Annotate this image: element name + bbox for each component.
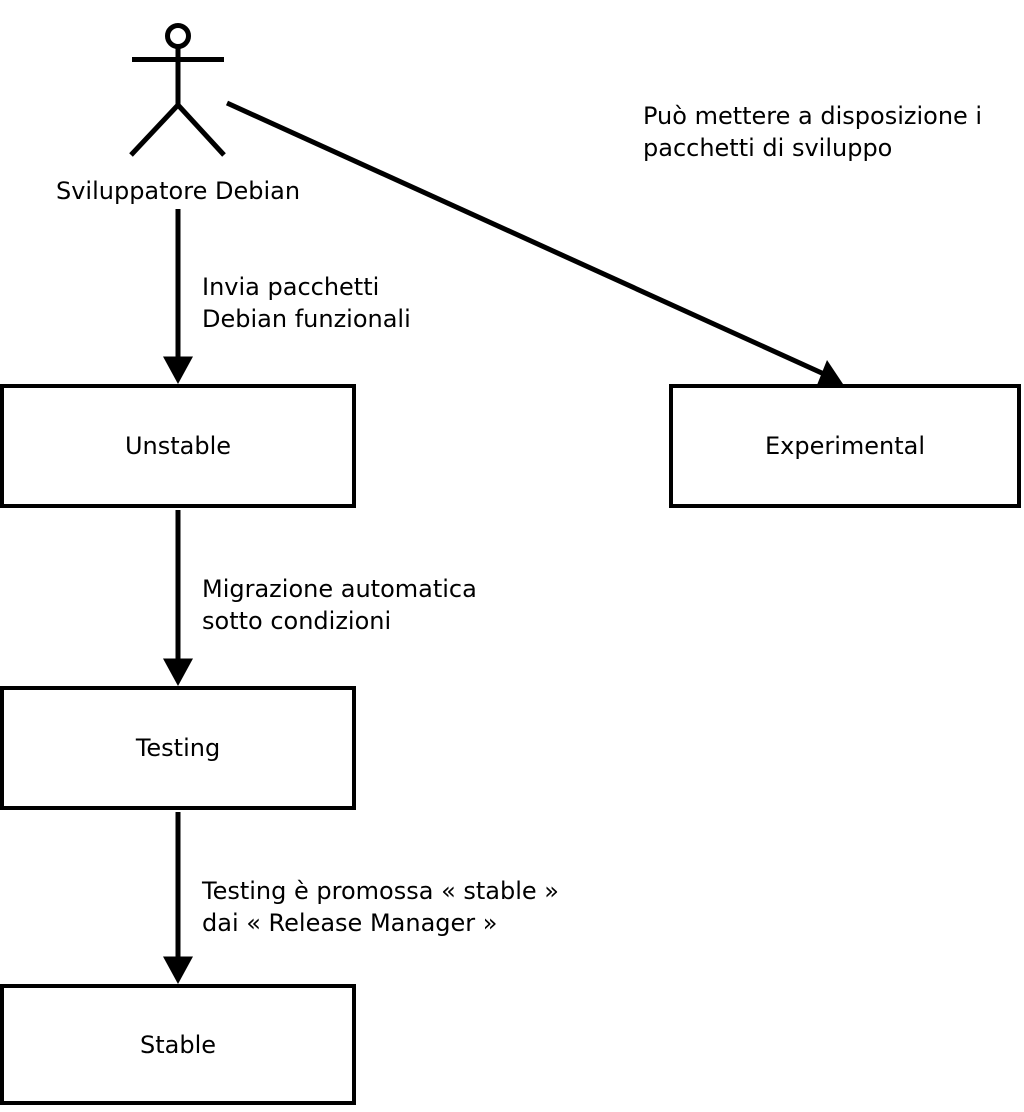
testing-box: Testing — [0, 686, 356, 810]
unstable-box-label: Unstable — [124, 432, 232, 460]
edge-label-migration: Migrazione automatica sotto condizioni — [202, 575, 477, 635]
edge-label-upload: Invia pacchetti Debian funzionali — [202, 273, 411, 333]
arrowhead-down-icon — [163, 356, 193, 384]
actor-head — [165, 23, 191, 49]
stable-box-label: Stable — [139, 1030, 217, 1059]
testing-box-label: Testing — [135, 734, 221, 762]
edge-label-experimental-upload: Può mettere a disposizione i pacchetti d… — [643, 102, 983, 162]
arrow-testing-to-stable — [163, 812, 193, 984]
arrow-actor-to-experimental — [225, 100, 843, 385]
stable-box: Stable — [0, 984, 356, 1105]
unstable-box: Unstable — [0, 384, 356, 508]
actor-right-leg — [176, 103, 226, 157]
arrow-actor-to-unstable — [163, 209, 193, 384]
arrowhead-diagonal-icon — [817, 360, 843, 385]
debian-developer-actor-icon — [129, 23, 226, 157]
edge-label-promotion: Testing è promossa « stable » dai « Rele… — [202, 877, 559, 937]
arrowhead-down-icon — [163, 658, 193, 686]
arrow-unstable-to-testing — [163, 510, 193, 686]
experimental-box: Experimental — [669, 384, 1021, 508]
actor-label: Sviluppatore Debian — [55, 177, 301, 205]
experimental-box-label: Experimental — [764, 432, 926, 460]
actor-left-leg — [129, 103, 180, 157]
arrowhead-down-icon — [163, 956, 193, 984]
